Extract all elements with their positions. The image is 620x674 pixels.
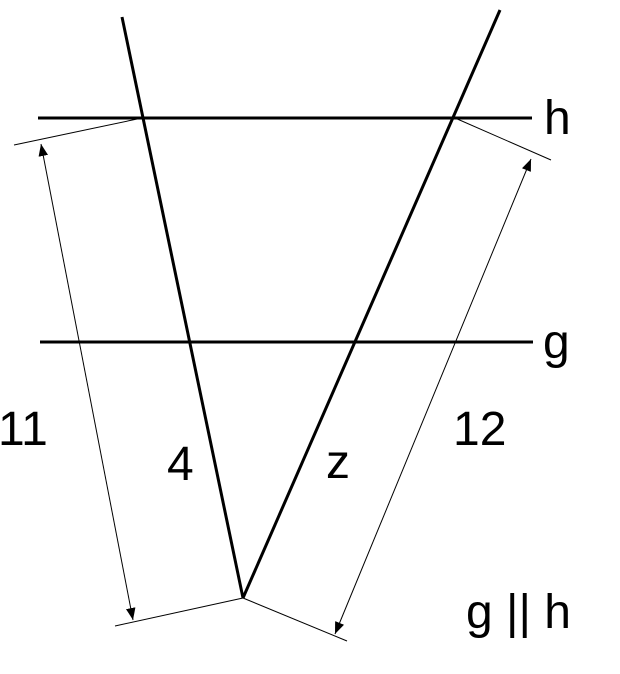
extension-left-bottom — [114, 597, 244, 627]
parallel-note: g || h — [466, 586, 571, 639]
label-h: h — [544, 92, 571, 145]
dimension-arrow-right — [334, 158, 532, 635]
extension-right-bottom — [242, 597, 348, 642]
extension-right-top — [454, 117, 552, 161]
label-g: g — [543, 316, 570, 369]
label-right-inner: z — [326, 436, 350, 489]
ray-left — [120, 16, 245, 599]
extension-left-top — [13, 117, 143, 146]
dimension-arrow-left — [38, 143, 136, 621]
label-left-inner: 4 — [167, 438, 194, 491]
ray-right — [241, 9, 502, 599]
label-left-total: 11 — [0, 403, 48, 456]
label-right-total: 12 — [453, 403, 506, 456]
